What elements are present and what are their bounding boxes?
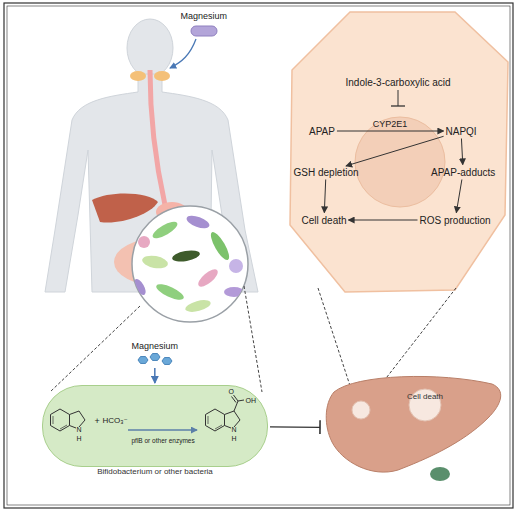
atom-label: H <box>77 435 82 442</box>
zoom-circle <box>132 206 248 322</box>
node-text: NAPQI <box>446 126 477 137</box>
liver-organ <box>92 193 158 222</box>
carboxyl-group <box>232 395 245 411</box>
bacterium <box>185 213 211 231</box>
outcome-label: Cell death <box>302 215 347 226</box>
atom-label: N <box>77 426 82 433</box>
gallbladder <box>430 467 450 481</box>
nucleus <box>355 117 445 207</box>
arrow-connector <box>337 131 444 132</box>
bacterium <box>196 266 221 289</box>
indole-ring <box>70 426 77 429</box>
node-text: APAP-adducts <box>431 167 495 178</box>
formula-label: HCO₃⁻ <box>103 417 128 425</box>
microbiota <box>132 213 244 314</box>
hepatocyte <box>290 12 508 292</box>
node-text: Indole-3-carboxylic acid <box>346 77 451 88</box>
necrotic-lesion <box>352 401 370 419</box>
node-text: Magnesium <box>132 342 179 352</box>
node-text: Cell death <box>302 215 347 226</box>
salivary-gland <box>154 71 170 81</box>
bacterium <box>138 236 150 248</box>
liver-outline <box>322 372 504 484</box>
inhibition-bar <box>391 105 405 106</box>
bacterium <box>208 230 233 263</box>
process-label: ROS production <box>420 215 491 226</box>
arrow-connector <box>324 179 325 212</box>
ion-hexagon <box>138 356 148 363</box>
indole-ring <box>225 426 232 429</box>
arrow-connector <box>461 138 462 164</box>
node-text: GSH depletion <box>294 167 359 178</box>
liver-shape: Cell death <box>322 372 504 484</box>
process-label: GSH depletion <box>294 167 359 178</box>
node-text: ROS production <box>420 215 491 226</box>
compound-label: APAP <box>309 126 335 137</box>
inhibition-connector <box>270 426 320 428</box>
inhibition-line <box>398 90 399 106</box>
compound-label: NAPQI <box>446 126 477 137</box>
head <box>127 19 173 77</box>
atom-label: H <box>232 435 237 442</box>
ion-hexagon <box>162 357 172 364</box>
metabolite-label: Indole-3-carboxylic acid <box>346 77 451 88</box>
magnesium-pill <box>191 26 217 36</box>
zoom-leader <box>50 306 140 392</box>
bacterium <box>224 287 244 297</box>
indole-ring <box>51 409 70 431</box>
enzyme-label: pflB or other enzymes <box>132 438 195 445</box>
atom-label: OH <box>246 397 257 404</box>
bacterium <box>154 281 185 303</box>
bacterium <box>132 277 148 297</box>
node-text: APAP <box>309 126 335 137</box>
bacterium <box>171 249 200 264</box>
magnesium-source: Magnesium <box>132 342 179 366</box>
double-bond <box>208 416 222 429</box>
nutrient-label: Magnesium <box>181 12 228 21</box>
arrow-connector <box>349 220 418 221</box>
arrow-connector <box>346 136 444 166</box>
enzyme-label: CYP2E1 <box>373 120 408 129</box>
plus-sign: + <box>95 417 100 426</box>
bacterium <box>141 254 169 270</box>
indole-ring <box>206 409 225 431</box>
arrow-connector <box>456 179 462 212</box>
atom-label: O <box>229 388 234 395</box>
outer-frame <box>4 3 513 508</box>
inner-frame <box>7 6 510 505</box>
bacteria-heading: Bifidobacterium or other bacteria <box>43 468 267 477</box>
magnesium-ions <box>135 352 175 366</box>
bacterium <box>150 219 179 242</box>
ion-hexagon <box>150 353 160 360</box>
node-text: Cell death <box>407 393 443 402</box>
intake-arrow <box>170 39 196 68</box>
zoom-leader <box>244 286 262 392</box>
liver-lobe <box>326 376 500 472</box>
reaction-arrow <box>128 429 197 431</box>
salivary-gland <box>130 71 146 81</box>
double-bond <box>53 416 67 429</box>
indole-ring <box>225 411 241 427</box>
atom-label: N <box>232 426 237 433</box>
bacterium <box>184 298 212 314</box>
process-label: APAP-adducts <box>431 167 495 178</box>
indole-ring <box>70 411 86 427</box>
arrow-connector <box>154 368 156 383</box>
esophagus <box>150 70 165 205</box>
bacterium <box>229 259 243 273</box>
